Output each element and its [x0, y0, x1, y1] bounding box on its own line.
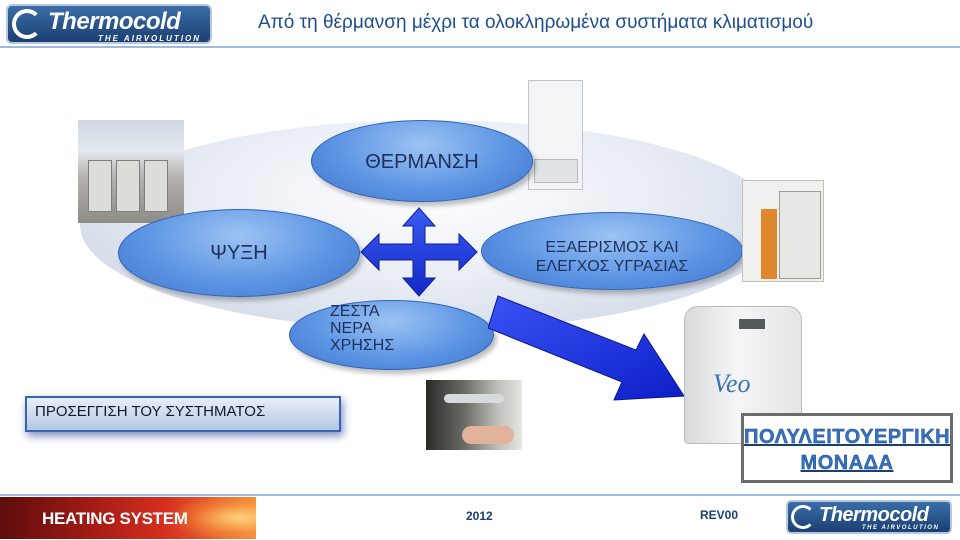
boiler-photo [528, 80, 583, 190]
chillers-photo [78, 120, 184, 223]
hot-water-label: ΖΕΣΤΑ ΝΕΡΑ ΧΡΗΣΗΣ [330, 303, 395, 354]
four-way-arrow-icon [360, 207, 478, 297]
footer-logo: Thermocold THE AIRVOLUTION [786, 500, 952, 534]
unit-brand-logo: Veo [713, 369, 751, 398]
system-approach-label: ΠΡΟΣΕΓΓΙΣΗ ΤΟΥ ΣΥΣΤΗΜΑΤΟΣ [25, 396, 341, 432]
cooling-label: ΨΥΞΗ [210, 242, 268, 264]
thermocold-logo: Thermocold THE AIRVOLUTION [6, 4, 212, 44]
banner-text: HEATING SYSTEM [42, 509, 188, 528]
logo-name: Thermocold [48, 8, 181, 35]
logo-swirl-icon [12, 9, 42, 39]
heating-label: ΘΕΡΜΑΝΣΗ [365, 151, 479, 173]
page-title: Από τη θέρμανση μέχρι τα ολοκληρωμένα συ… [258, 12, 814, 33]
flow-arrow-icon [488, 295, 685, 401]
logo-tagline: THE AIRVOLUTION [98, 34, 202, 43]
footer-revision: REV00 [700, 508, 739, 522]
ventilation-unit-photo [742, 180, 824, 282]
footer-year: 2012 [466, 509, 493, 523]
heating-system-banner: HEATING SYSTEM [0, 497, 256, 539]
cooling-node: ΨΥΞΗ [118, 209, 360, 297]
hot-water-node: ΖΕΣΤΑ ΝΕΡΑ ΧΡΗΣΗΣ [289, 300, 494, 370]
heating-node: ΘΕΡΜΑΝΣΗ [311, 120, 533, 202]
ventilation-node: ΕΞΑΕΡΙΣΜΟΣ ΚΑΙ ΕΛΕΓΧΟΣ ΥΓΡΑΣΙΑΣ [481, 212, 743, 290]
ventilation-label: ΕΞΑΕΡΙΣΜΟΣ ΚΑΙ ΕΛΕΓΧΟΣ ΥΓΡΑΣΙΑΣ [535, 239, 689, 275]
footer-logo-swirl-icon [791, 505, 815, 529]
water-tap-photo [426, 380, 522, 450]
header-divider [0, 46, 960, 48]
multifunction-unit-label: ΠΟΛΥΛΕΙΤΟΥΕΡΓΙΚΗ ΜΟΝΑΔΑ [741, 413, 953, 483]
footer-divider [0, 494, 960, 496]
